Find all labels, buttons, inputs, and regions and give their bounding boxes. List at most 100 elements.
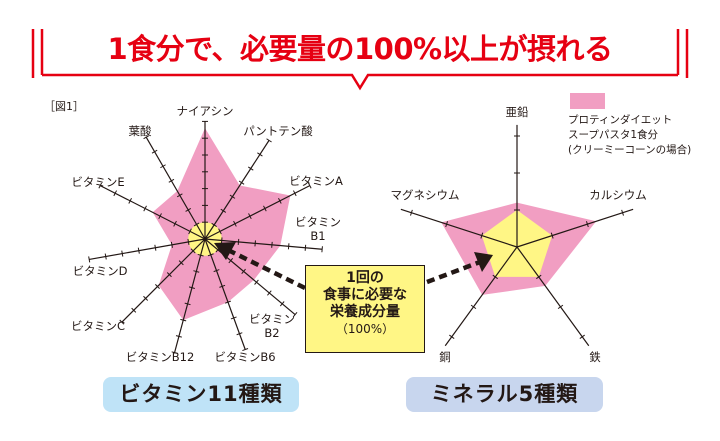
axis-tick <box>190 248 196 254</box>
axis-tick <box>131 307 137 313</box>
axis-tick <box>492 274 498 280</box>
axis-tick <box>254 279 259 285</box>
axis-label: ビタミンE <box>71 175 125 189</box>
axis-tick <box>166 272 172 278</box>
axis-label: ビタミンB6 <box>214 350 276 364</box>
arrow-left-line <box>227 247 306 291</box>
axis-tick <box>621 209 624 216</box>
axis-tick <box>213 269 220 273</box>
axis-tick <box>470 304 477 310</box>
legend-label: プロティンダイエット スープパスタ1食分 (クリーミーコーンの場合) <box>568 114 692 156</box>
axis-label: 鉄 <box>589 350 601 364</box>
axis-tick <box>121 250 124 257</box>
axis-tick <box>175 335 182 338</box>
axis-tick <box>137 247 140 254</box>
axis-tick <box>449 334 455 339</box>
axis-tick <box>242 348 249 352</box>
axis-tick <box>271 241 273 248</box>
radar-axis <box>204 185 311 240</box>
axis-tick <box>173 220 177 227</box>
axis-tick <box>579 334 585 339</box>
radar-axis <box>400 208 518 248</box>
legend-swatch <box>570 93 605 109</box>
axis-tick <box>557 304 564 310</box>
axis-tick <box>154 244 157 251</box>
axis-tick <box>143 135 150 140</box>
axis-tick <box>171 351 178 354</box>
axis-tick <box>410 209 413 216</box>
axis-tick <box>220 237 223 244</box>
product-series-area <box>152 128 291 321</box>
axis-tick <box>218 228 222 235</box>
page-title: 1食分で、必要量の100%以上が摂れる <box>107 32 613 66</box>
callout-arrows <box>214 242 493 291</box>
axis-tick <box>445 221 449 228</box>
figure-label: ［図1］ <box>44 100 84 113</box>
axis-tick <box>550 232 554 239</box>
axis-tick <box>197 253 204 257</box>
axis-tick <box>158 213 162 220</box>
axis-label: ビタミンA <box>289 174 343 188</box>
callout-line: 1回の <box>346 270 384 286</box>
axis-label: ビタミンC <box>70 319 126 333</box>
axis-tick <box>229 194 236 199</box>
arrow-right-head <box>474 252 493 272</box>
vitamin-category-pill: ビタミン11種類 <box>103 377 299 412</box>
axis-label: ビタミン B1 <box>295 215 341 243</box>
axis-label: パントテン酸 <box>243 124 313 138</box>
axis-tick <box>88 256 91 263</box>
axis-tick <box>151 149 158 154</box>
axis-tick <box>293 190 297 197</box>
axis-tick <box>228 257 234 264</box>
axis-tick <box>211 222 217 227</box>
callout-line: 栄養成分量 <box>330 304 400 320</box>
axis-tick <box>257 152 263 157</box>
radar-axis <box>204 238 323 250</box>
title-bracket <box>31 29 689 91</box>
axis-tick <box>480 232 484 239</box>
axis-tick <box>104 253 107 260</box>
axis-tick <box>278 197 282 204</box>
axis-tick <box>321 246 323 253</box>
axis-tick <box>178 260 184 266</box>
radar-axis <box>121 238 206 323</box>
axis-tick <box>279 301 285 307</box>
radar-axis <box>204 238 296 316</box>
mineral-radar-chart <box>400 124 634 347</box>
axis-tick <box>247 166 254 171</box>
axis-tick <box>113 190 117 197</box>
axis-tick <box>254 240 256 247</box>
axis-tick <box>176 193 183 198</box>
radar-axis <box>99 185 206 240</box>
radar-axis <box>516 208 634 248</box>
axis-tick <box>241 268 246 275</box>
axis-tick <box>536 274 542 280</box>
axis-tick <box>220 208 227 213</box>
axis-label: マグネシウム <box>390 188 460 202</box>
radar-axis <box>204 140 270 240</box>
arrow-right-line <box>426 259 481 285</box>
axis-tick <box>292 311 298 318</box>
radar-axis <box>204 238 246 350</box>
radar-axis <box>173 238 206 353</box>
axis-tick <box>266 138 272 143</box>
axis-tick <box>188 228 192 235</box>
axis-tick <box>98 182 103 189</box>
mineral-category-pill: ミネラル5種類 <box>406 377 603 412</box>
axis-tick <box>188 286 195 289</box>
axis-label: カルシウム <box>589 188 647 202</box>
axis-tick <box>207 253 214 257</box>
axis-tick <box>219 284 226 288</box>
axis-tick <box>143 295 149 301</box>
axis-tick <box>119 319 125 325</box>
axis-label: ビタミン B2 <box>249 312 295 340</box>
axis-tick <box>185 207 192 212</box>
axis-label: ナイアシン <box>176 104 234 118</box>
axis-tick <box>184 302 191 306</box>
axis-tick <box>193 222 200 227</box>
requirement-callout: 1回の 食事に必要な 栄養成分量 （100%） <box>305 265 425 353</box>
axis-tick <box>263 205 267 212</box>
axis-label: ビタミンD <box>72 264 128 278</box>
axis-tick <box>267 290 272 296</box>
